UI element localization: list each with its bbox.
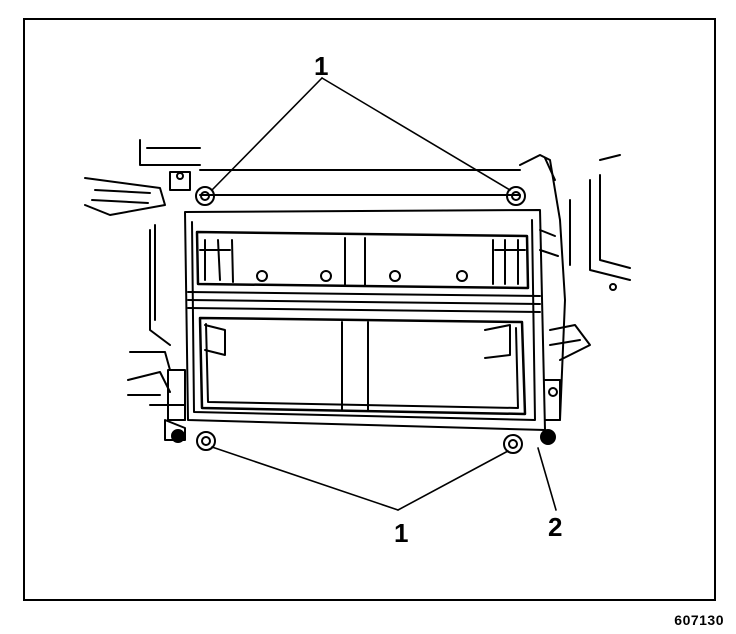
leader-lines	[211, 77, 557, 511]
callout-top-1: 1	[314, 51, 328, 81]
callout-bottom-1: 1	[394, 518, 408, 548]
callout-2: 2	[548, 512, 562, 542]
nut	[171, 429, 556, 445]
figure-id: 607130	[674, 612, 724, 628]
dash-structure	[84, 139, 631, 421]
hvac-module-case	[164, 209, 561, 441]
figure-border	[23, 18, 716, 601]
mounting-bolts	[195, 186, 526, 454]
